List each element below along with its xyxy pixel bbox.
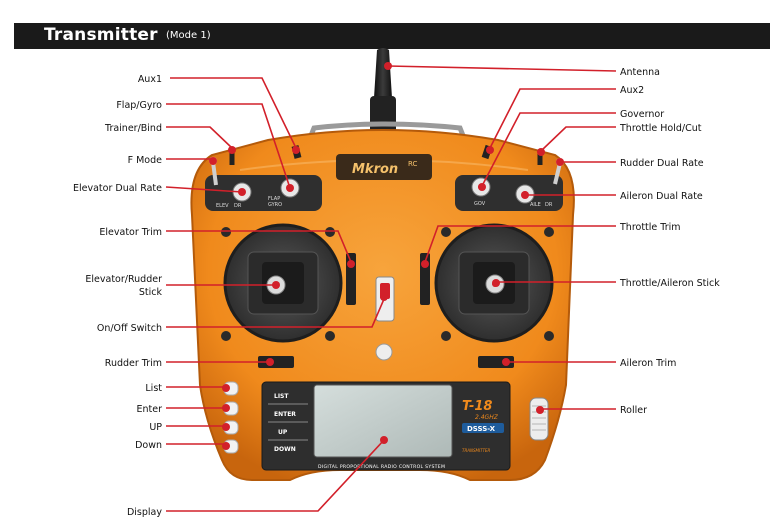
right-leader-1 xyxy=(489,88,616,149)
page-subtitle: (Mode 1) xyxy=(166,30,211,41)
switch-label-elev: ELEV xyxy=(216,203,229,209)
right-leader-dot-3 xyxy=(537,148,545,156)
right-leader-3 xyxy=(541,126,616,151)
left-leader-dot-12 xyxy=(222,423,230,431)
left-callout-label-4: Elevator Dual Rate xyxy=(73,183,162,194)
left-leader-dot-4 xyxy=(238,188,246,196)
right-callout-label-3: Throttle Hold/Cut xyxy=(619,123,702,134)
left-callout-label-1: Flap/Gyro xyxy=(116,100,162,111)
right-callout-label-1: Aux2 xyxy=(620,85,644,96)
left-leader-dot-1 xyxy=(286,184,294,192)
left-leader-dot-5 xyxy=(347,260,355,268)
carry-handle xyxy=(303,121,471,149)
left-leader-1 xyxy=(166,103,291,189)
left-leader-dot-2 xyxy=(228,146,236,154)
left-callout-label-5: Elevator Trim xyxy=(99,227,162,238)
right-leader-dot-2 xyxy=(478,183,486,191)
left-leader-dot-10 xyxy=(222,384,230,392)
page-title: Transmitter xyxy=(44,25,158,45)
right-leader-dot-4 xyxy=(556,158,564,166)
left-callout-label-14: Display xyxy=(127,507,162,518)
protocol-text: DSSS-X xyxy=(467,425,496,433)
left-callout-label-12: UP xyxy=(149,422,162,433)
left-callout-label-9: Rudder Trim xyxy=(105,358,162,369)
model-name: T-18 xyxy=(462,399,492,414)
brand-logo: Mkron xyxy=(352,162,398,177)
left-leader-dot-14 xyxy=(380,436,388,444)
right-callout-label-2: Governor xyxy=(620,109,664,120)
right-callout-label-0: Antenna xyxy=(620,67,660,78)
switch-label-flap: FLAP xyxy=(268,196,280,202)
leader-lines xyxy=(165,62,617,512)
right-leader-0 xyxy=(387,65,617,72)
footer-text: DIGITAL PROPORTIONAL RADIO CONTROL SYSTE… xyxy=(318,464,445,470)
switch-label-gov: GOV xyxy=(474,201,486,207)
left-leader-dot-6 xyxy=(272,281,280,289)
right-leader-dot-0 xyxy=(384,62,392,70)
brand-suffix: RC xyxy=(408,160,418,168)
left-callout-label-13: Down xyxy=(135,440,162,451)
key-label-down: DOWN xyxy=(274,446,296,453)
left-leader-dot-0 xyxy=(292,146,300,154)
status-led xyxy=(375,343,393,361)
right-callout-label-7: Throttle/Aileron Stick xyxy=(619,278,720,289)
left-leader-0 xyxy=(170,77,297,149)
tx-badge: TRANSMITTER xyxy=(462,448,491,453)
left-callout-label-10: List xyxy=(145,383,162,394)
rudder-trim[interactable] xyxy=(258,356,294,368)
switch-label-aile: AILE xyxy=(530,202,541,208)
switch-label-dr-right: DR xyxy=(545,202,553,208)
left-callout-label-11: Enter xyxy=(137,404,163,415)
left-callout-label-0: Aux1 xyxy=(138,74,162,85)
left-leader-dot-13 xyxy=(222,442,230,450)
right-leader-6 xyxy=(424,225,616,263)
key-label-list: LIST xyxy=(274,393,289,400)
right-leader-dot-7 xyxy=(492,279,500,287)
roller[interactable] xyxy=(529,397,549,441)
left-leader-2 xyxy=(166,126,233,149)
protocol-badge xyxy=(462,423,504,433)
left-callout-label-2: Trainer/Bind xyxy=(104,123,162,134)
lcd-screen xyxy=(313,384,453,458)
left-leader-4 xyxy=(165,186,243,193)
right-callout-label-9: Roller xyxy=(620,405,647,416)
key-label-up: UP xyxy=(278,429,288,436)
switch-label-gyro: GYRO xyxy=(268,202,282,208)
right-callout-label-6: Throttle Trim xyxy=(619,222,681,233)
left-leader-dot-3 xyxy=(209,157,217,165)
left-leader-dot-8 xyxy=(380,293,388,301)
right-leader-dot-8 xyxy=(502,358,510,366)
brand-plate xyxy=(336,154,432,180)
left-gimbal xyxy=(223,223,343,343)
left-callout-label-6: Elevator/Rudder xyxy=(85,274,162,285)
right-leader-dot-6 xyxy=(421,260,429,268)
left-leader-14 xyxy=(166,439,385,512)
screws xyxy=(221,227,554,341)
left-leader-dot-11 xyxy=(222,404,230,412)
left-callout-label-3: F Mode xyxy=(128,155,163,166)
right-leader-dot-1 xyxy=(486,146,494,154)
left-callout-label-7: Stick xyxy=(139,287,163,298)
left-callout-label-8: On/Off Switch xyxy=(97,323,162,334)
model-band: 2.4GHZ xyxy=(475,414,499,421)
switch-label-dr: DR xyxy=(234,203,242,209)
right-callout-label-5: Aileron Dual Rate xyxy=(620,191,703,202)
right-callout-label-8: Aileron Trim xyxy=(620,358,676,369)
left-leader-8 xyxy=(166,298,385,328)
right-callout-label-4: Rudder Dual Rate xyxy=(620,158,704,169)
title-bar: Transmitter (Mode 1) xyxy=(14,23,770,49)
right-leader-2 xyxy=(481,112,616,187)
right-leader-dot-5 xyxy=(521,191,529,199)
left-leader-dot-9 xyxy=(266,358,274,366)
right-leader-dot-9 xyxy=(536,406,544,414)
left-leader-5 xyxy=(166,230,352,263)
key-label-enter: ENTER xyxy=(274,411,296,418)
